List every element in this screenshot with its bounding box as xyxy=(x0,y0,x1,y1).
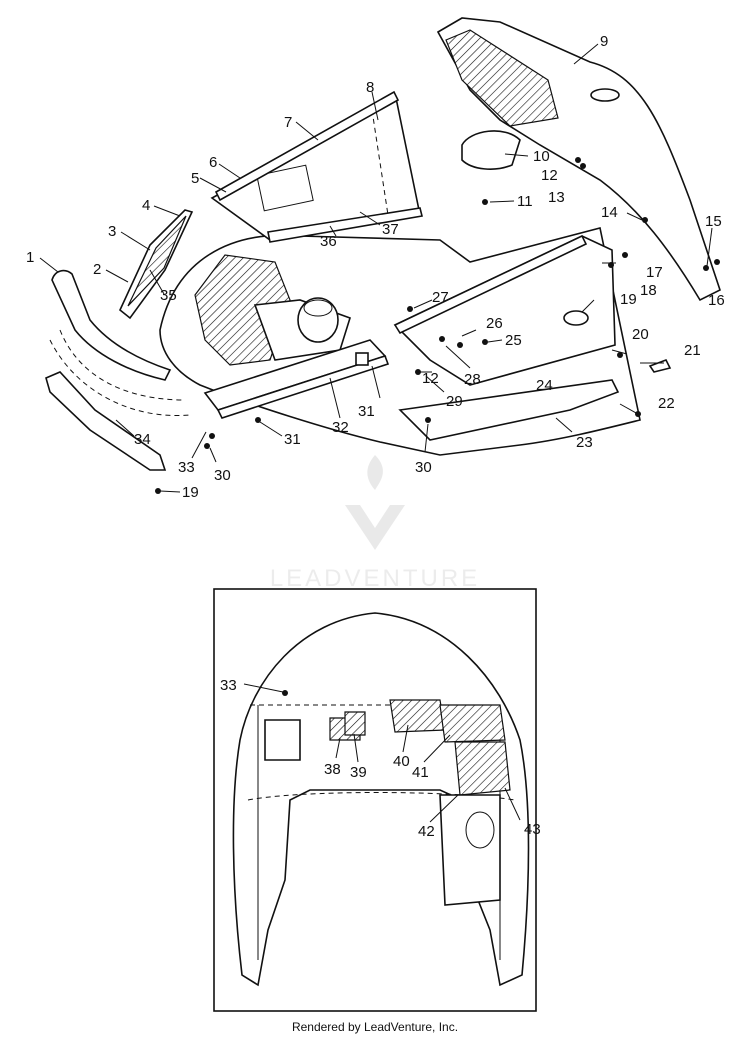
callout-33: 33 xyxy=(178,459,195,476)
callout-3: 3 xyxy=(108,223,116,240)
callout-10: 10 xyxy=(533,148,550,165)
callout-5: 5 xyxy=(191,170,199,187)
clip-part-21 xyxy=(648,358,672,373)
inset-part-40 xyxy=(389,699,446,733)
callout-29: 29 xyxy=(446,393,463,410)
inset-underside-view: 33 38 39 40 41 42 43 xyxy=(213,588,541,1012)
callout-32: 32 xyxy=(332,419,349,436)
hardware-fasteners xyxy=(155,157,720,494)
callout-31-left: 31 xyxy=(284,431,301,448)
callout-16: 16 xyxy=(708,292,725,309)
callout-27: 27 xyxy=(432,289,449,306)
callout-35: 35 xyxy=(160,287,177,304)
callout-30-right: 30 xyxy=(415,459,432,476)
bumper-part-1 xyxy=(51,269,172,381)
callout-19-lower: 19 xyxy=(182,484,199,501)
callout-12: 12 xyxy=(541,167,558,184)
callout-26: 26 xyxy=(486,315,503,332)
inset-part-39 xyxy=(344,711,366,736)
callout-42: 42 xyxy=(418,823,435,840)
trim-part-3 xyxy=(127,215,187,307)
callout-17: 17 xyxy=(646,264,663,281)
callout-20: 20 xyxy=(632,326,649,343)
callout-30-left: 30 xyxy=(214,467,231,484)
callout-11: 11 xyxy=(517,193,533,210)
lower-skirt-part-23 xyxy=(398,379,620,441)
callout-4: 4 xyxy=(142,197,150,214)
callout-41: 41 xyxy=(412,764,429,781)
callout-1: 1 xyxy=(26,249,34,266)
callout-12-lower: 12 xyxy=(422,370,439,387)
callout-22: 22 xyxy=(658,395,675,412)
callout-39: 39 xyxy=(350,764,367,781)
leadventure-watermark-logo: LEADVENTURE xyxy=(270,455,480,592)
callout-23: 23 xyxy=(576,434,593,451)
callout-43: 43 xyxy=(524,821,541,838)
watermark-text: LEADVENTURE xyxy=(270,565,480,592)
callout-13: 13 xyxy=(548,189,565,206)
callout-18: 18 xyxy=(640,282,657,299)
callout-14: 14 xyxy=(601,204,618,221)
callout-40: 40 xyxy=(393,753,410,770)
callout-9: 9 xyxy=(600,33,608,50)
callout-15: 15 xyxy=(705,213,722,230)
lower-front-part-34 xyxy=(45,371,167,471)
callout-7: 7 xyxy=(284,114,292,131)
callout-labels: 1 2 3 4 5 6 7 8 9 10 11 12 13 14 15 16 1… xyxy=(26,33,725,501)
console-vents xyxy=(445,29,559,127)
footer-credit: Rendered by LeadVenture, Inc. xyxy=(291,1020,459,1034)
inset-part-43 xyxy=(454,741,511,796)
callout-33-inset: 33 xyxy=(220,677,237,694)
trim-strip-part-7 xyxy=(214,90,400,202)
trim-strip-part-36 xyxy=(267,207,423,243)
callout-24: 24 xyxy=(536,377,553,394)
callout-6: 6 xyxy=(209,154,217,171)
leader-lines xyxy=(39,43,713,493)
callout-38: 38 xyxy=(324,761,341,778)
callout-21: 21 xyxy=(684,342,701,359)
air-intake xyxy=(297,297,339,343)
callout-2: 2 xyxy=(93,261,101,278)
callout-36: 36 xyxy=(320,233,337,250)
inset-part-41 xyxy=(439,704,506,743)
inset-part-42 xyxy=(439,794,501,906)
callout-25: 25 xyxy=(505,332,522,349)
callout-19: 19 xyxy=(620,291,637,308)
callout-37: 37 xyxy=(382,221,399,238)
callout-34: 34 xyxy=(134,431,151,448)
callout-28: 28 xyxy=(464,371,481,388)
callout-31-center: 31 xyxy=(358,403,375,420)
boot-part-10 xyxy=(461,130,521,170)
callout-8: 8 xyxy=(366,79,374,96)
exploded-view-hood xyxy=(45,17,721,494)
